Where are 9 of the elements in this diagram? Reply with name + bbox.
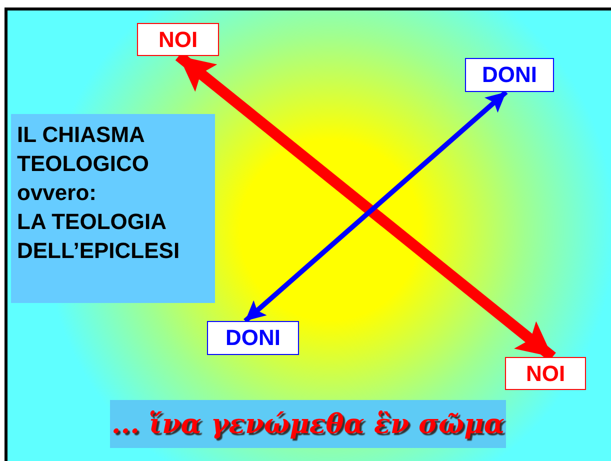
label-box: DONI	[465, 58, 554, 92]
label-box: DONI	[207, 321, 299, 355]
title-text: LA TEOLOGIA DELL’EPICLESI	[17, 208, 181, 265]
label-box: NOI	[505, 357, 586, 390]
caption-banner: ... ἵνα γενώμεθα ἓν σῶμα	[110, 400, 506, 448]
title-panel	[11, 114, 215, 303]
label-box: NOI	[137, 23, 219, 56]
title-text: ovvero:	[17, 179, 98, 207]
double-arrow	[244, 90, 508, 323]
